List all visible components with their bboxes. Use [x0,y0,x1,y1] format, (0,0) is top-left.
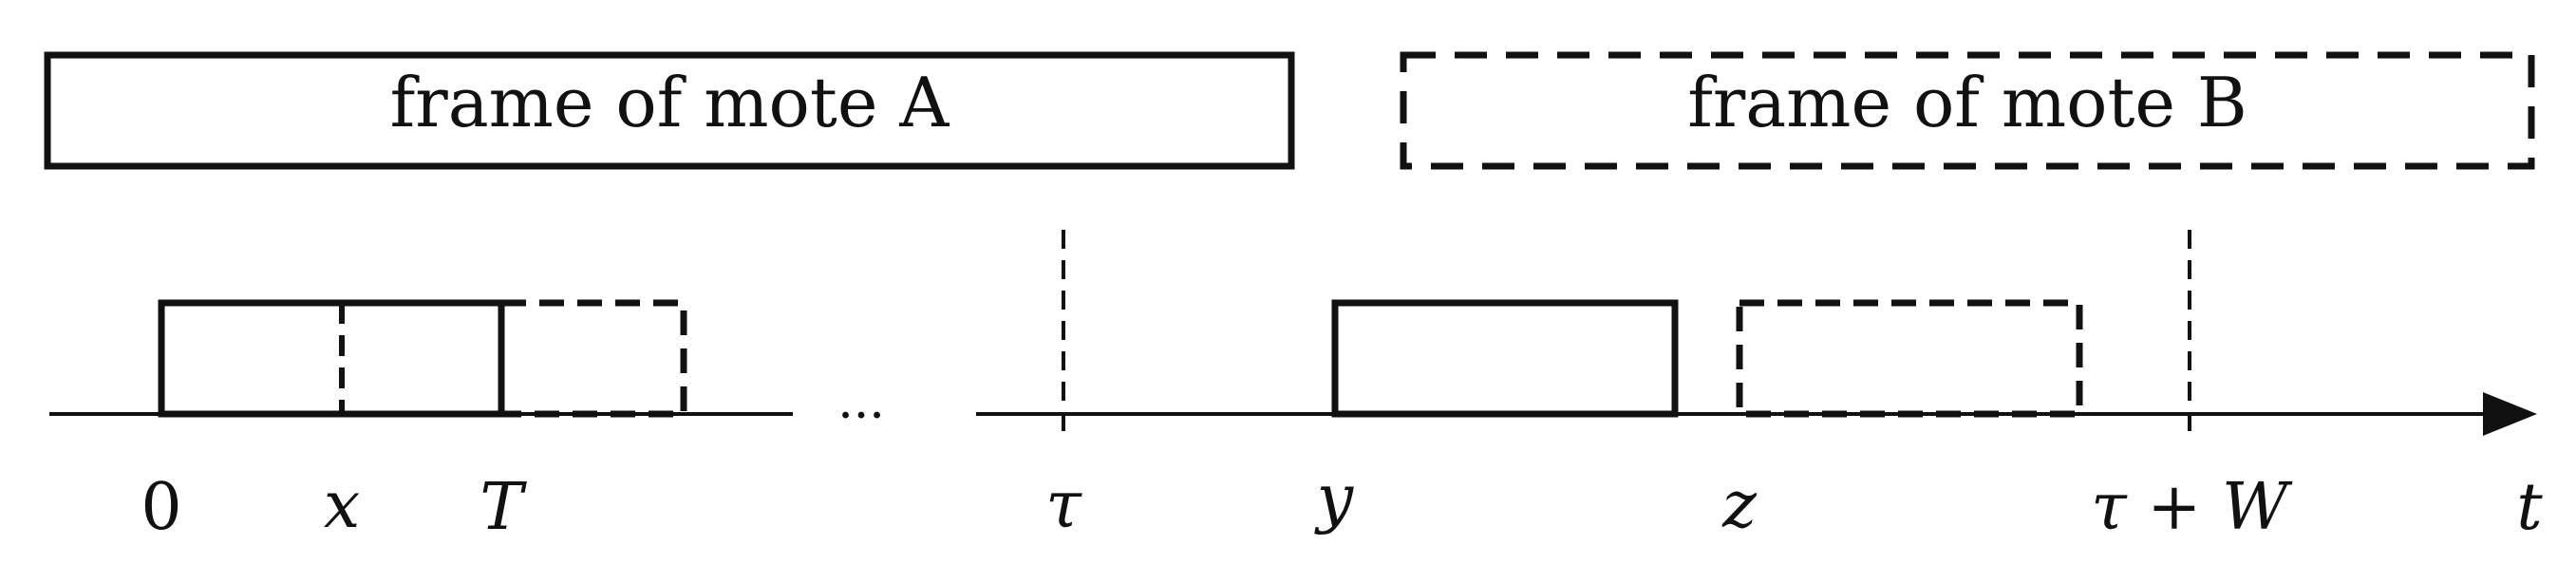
axis-label-y: y [1314,461,1355,536]
axis-label-x: x [324,468,360,543]
axis-ellipsis: ... [837,373,885,430]
packet-dashed-a [501,299,687,418]
frame-mote-b-box [1400,51,2535,170]
time-axis-arrowhead [2483,392,2537,436]
frame-mote-a-box [44,51,1295,170]
axis-label-tau: τ [1045,468,1082,543]
packet-solid-a [158,299,505,418]
axis-label-T: T [479,470,527,545]
frame-mote-a-label: frame of mote A [390,63,950,142]
axis-label-t: t [2516,470,2543,545]
packet-solid-b [1331,299,1679,418]
axis-label-tau-plus-w: τ + W [2091,470,2293,545]
axis-label-z: z [1721,468,1758,543]
frame-mote-b-label: frame of mote B [1687,63,2247,142]
axis-label-zero: 0 [141,470,181,545]
packet-dashed-b [1736,299,2083,418]
